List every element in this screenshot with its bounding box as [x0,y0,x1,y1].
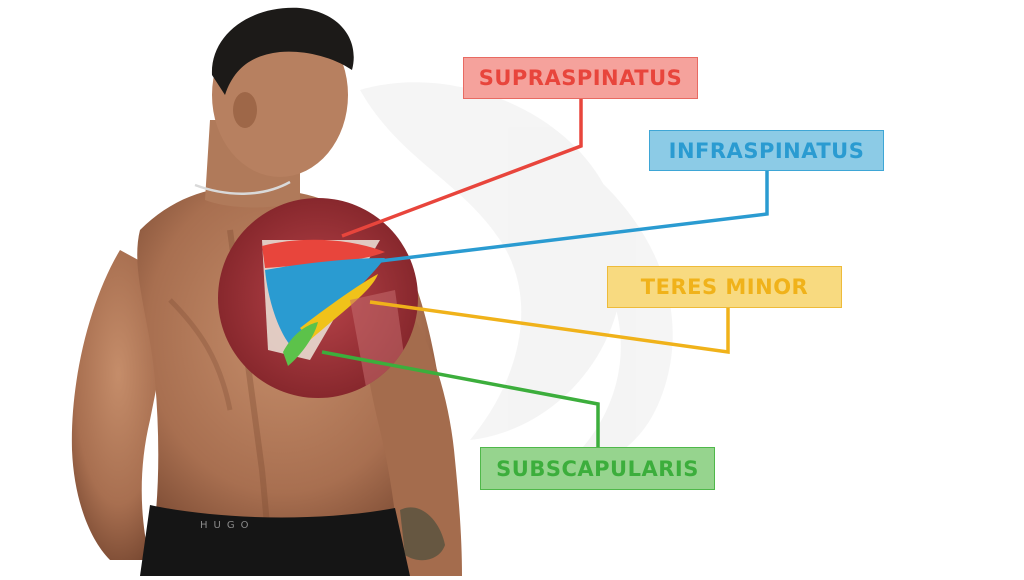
watermark-logo [360,82,673,470]
supraspinatus-leader [341,98,583,238]
infraspinatus-muscle [265,258,385,345]
teres-minor-leader [369,300,730,355]
shoulder-muscle-overlay [218,198,418,398]
leader-lines [321,98,769,447]
label-infraspinatus: INFRASPINATUS [649,130,884,171]
subscapularis-muscle [283,322,318,366]
label-subscapularis: SUBSCAPULARIS [480,447,715,490]
teres-minor-muscle [300,274,378,340]
label-supraspinatus: SUPRASPINATUS [463,57,698,99]
infraspinatus-leader [371,170,769,264]
shorts-brand-text: HUGO [200,520,254,531]
supraspinatus-muscle [262,239,385,268]
subscapularis-leader [321,350,600,447]
label-teres-minor: TERES MINOR [607,266,842,308]
